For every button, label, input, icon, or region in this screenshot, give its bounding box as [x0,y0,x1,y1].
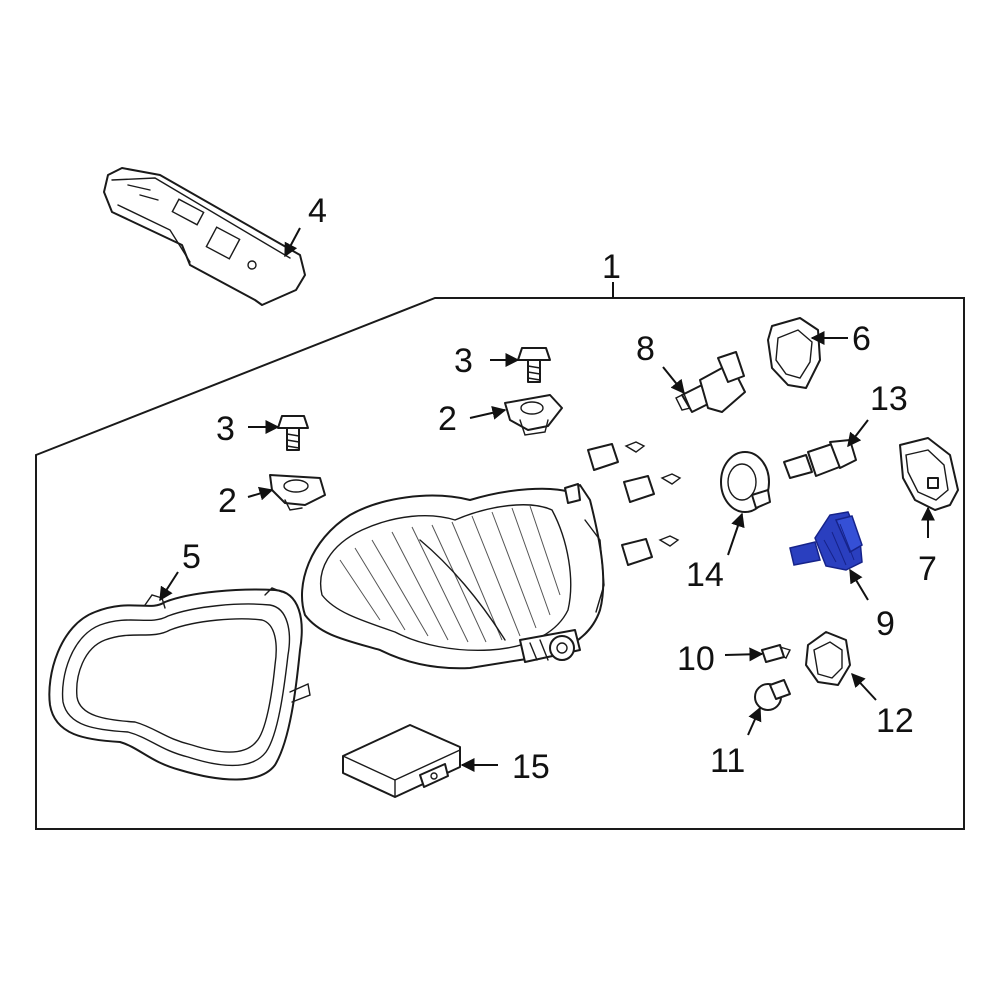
part-5-lens-frame[interactable] [48,587,311,781]
part-9-highlighted-bulb[interactable] [789,511,863,571]
callout-11: 11 [710,742,745,780]
part-6-retaining-ring[interactable] [767,317,821,389]
callout-3-lower: 3 [216,410,235,448]
part-11-round-bulb[interactable] [754,679,791,711]
part-1-headlamp-housing[interactable] [301,483,605,670]
callout-1: 1 [602,248,621,286]
part-14-socket[interactable] [720,451,771,513]
small-bulb-socket-group[interactable] [587,441,682,566]
callout-14: 14 [686,556,724,594]
callout-7: 7 [918,550,937,588]
callout-10: 10 [677,640,715,678]
part-7-socket-cover[interactable] [899,437,959,511]
part-3-bolt-upper[interactable] [517,347,551,383]
part-15-control-module[interactable] [342,724,461,798]
part-9-glass [789,541,821,566]
part-13-bulb[interactable] [783,439,857,479]
part-2-clip-lower[interactable] [269,474,326,511]
part-2-clip-upper[interactable] [504,394,563,436]
callout-2-lower: 2 [218,482,237,520]
callout-5: 5 [182,538,201,576]
part-9-flange [834,515,863,554]
leader-arrows [159,227,935,772]
assembly-frame [35,297,965,830]
part-10-wedge-bulb[interactable] [761,644,791,663]
callout-8: 8 [636,330,655,368]
part-8-halogen-bulb[interactable] [675,351,746,413]
part-12-socket[interactable] [805,631,851,686]
callout-2-upper: 2 [438,400,457,438]
callout-13: 13 [870,380,908,418]
callout-12: 12 [876,702,914,740]
callout-3-upper: 3 [454,342,473,380]
callout-4: 4 [308,192,327,230]
part-3-bolt-lower[interactable] [277,415,309,451]
callout-15: 15 [512,748,550,786]
callout-6: 6 [852,320,871,358]
callout-9: 9 [876,605,895,643]
part-4-bracket[interactable] [103,167,306,306]
